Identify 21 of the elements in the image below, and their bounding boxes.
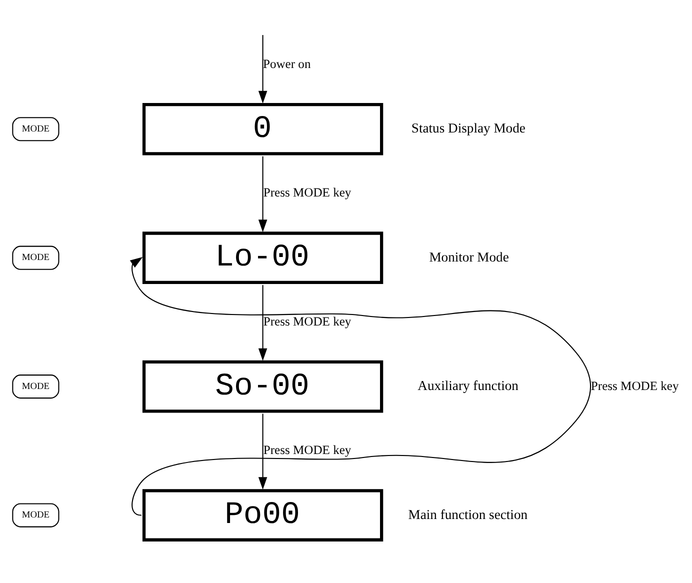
arrow — [258, 34, 268, 103]
edge-label: Press MODE key — [263, 185, 352, 200]
arrow — [258, 156, 268, 232]
label: MODE — [22, 252, 50, 263]
edge-label: Press MODE key — [590, 378, 679, 392]
arrow — [258, 413, 268, 490]
edge-label: Power on — [263, 56, 311, 71]
node-box: 0 — [142, 102, 384, 155]
node-label: Auxiliary function — [418, 378, 518, 393]
node-label: Main function section — [408, 506, 528, 522]
node-box: Po00 — [142, 488, 384, 541]
node-label: Status Display Mode — [411, 120, 526, 136]
node-box: So-00 — [142, 360, 384, 412]
label: MODE — [22, 510, 50, 520]
node-box: Lo-00 — [142, 231, 384, 284]
edge-label: Press MODE key — [263, 314, 352, 328]
node-label: Monitor Mode — [429, 248, 509, 264]
label: MODE — [22, 124, 50, 134]
arrow — [258, 284, 268, 360]
label: MODE — [22, 381, 50, 392]
edge-label: Press MODE key — [263, 442, 352, 457]
